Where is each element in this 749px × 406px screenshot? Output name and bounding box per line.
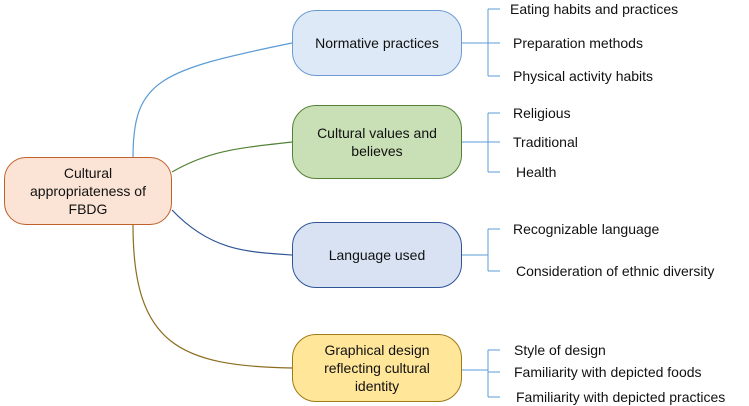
bracket-graphical bbox=[462, 349, 500, 398]
branch-node-cultural-values: Cultural values and believes bbox=[292, 105, 462, 179]
leaf-style-of-design: Style of design bbox=[514, 342, 606, 358]
leaf-health: Health bbox=[516, 164, 557, 180]
leaf-preparation-methods: Preparation methods bbox=[513, 35, 643, 51]
leaf-physical-activity: Physical activity habits bbox=[513, 68, 654, 84]
leaf-religious: Religious bbox=[513, 105, 571, 121]
leaf-ethnic-diversity: Consideration of ethnic diversity bbox=[516, 263, 715, 279]
branch-label-line: Language used bbox=[328, 247, 426, 263]
leaf-depicted-foods: Familiarity with depicted foods bbox=[514, 364, 702, 380]
leaf-eating-habits: Eating habits and practices bbox=[510, 1, 679, 17]
branch-label-line: Cultural values and bbox=[317, 125, 437, 141]
connector-root-normative bbox=[132, 42, 293, 158]
branch-node-normative-practices: Normative practices bbox=[292, 10, 462, 76]
bracket-cultural-values bbox=[462, 112, 500, 173]
branch-label-line: believes bbox=[351, 143, 403, 159]
leaf-depicted-practices: Familiarity with depicted practices bbox=[516, 389, 726, 405]
bracket-language bbox=[462, 228, 500, 272]
root-label-line: Cultural bbox=[63, 165, 113, 181]
leaf-traditional: Traditional bbox=[513, 134, 578, 150]
branch-label-line: Normative practices bbox=[315, 35, 439, 51]
bracket-normative bbox=[462, 8, 500, 77]
connector-root-cultural-values bbox=[171, 141, 293, 173]
leaf-recognizable-language: Recognizable language bbox=[513, 221, 660, 237]
root-label-line: appropriateness of bbox=[30, 183, 146, 199]
branch-label-line: identity bbox=[354, 378, 400, 394]
branch-node-language-used: Language used bbox=[292, 222, 462, 288]
root-label-line: FBDG bbox=[68, 201, 108, 217]
branch-label-line: reflecting cultural bbox=[324, 360, 430, 376]
connector-root-language bbox=[171, 209, 293, 256]
branch-node-graphical-design: Graphical design reflecting cultural ide… bbox=[292, 334, 462, 402]
branch-label-line: Graphical design bbox=[324, 342, 430, 358]
connector-root-graphical bbox=[132, 224, 293, 369]
root-node: Cultural appropriateness of FBDG bbox=[4, 157, 172, 225]
